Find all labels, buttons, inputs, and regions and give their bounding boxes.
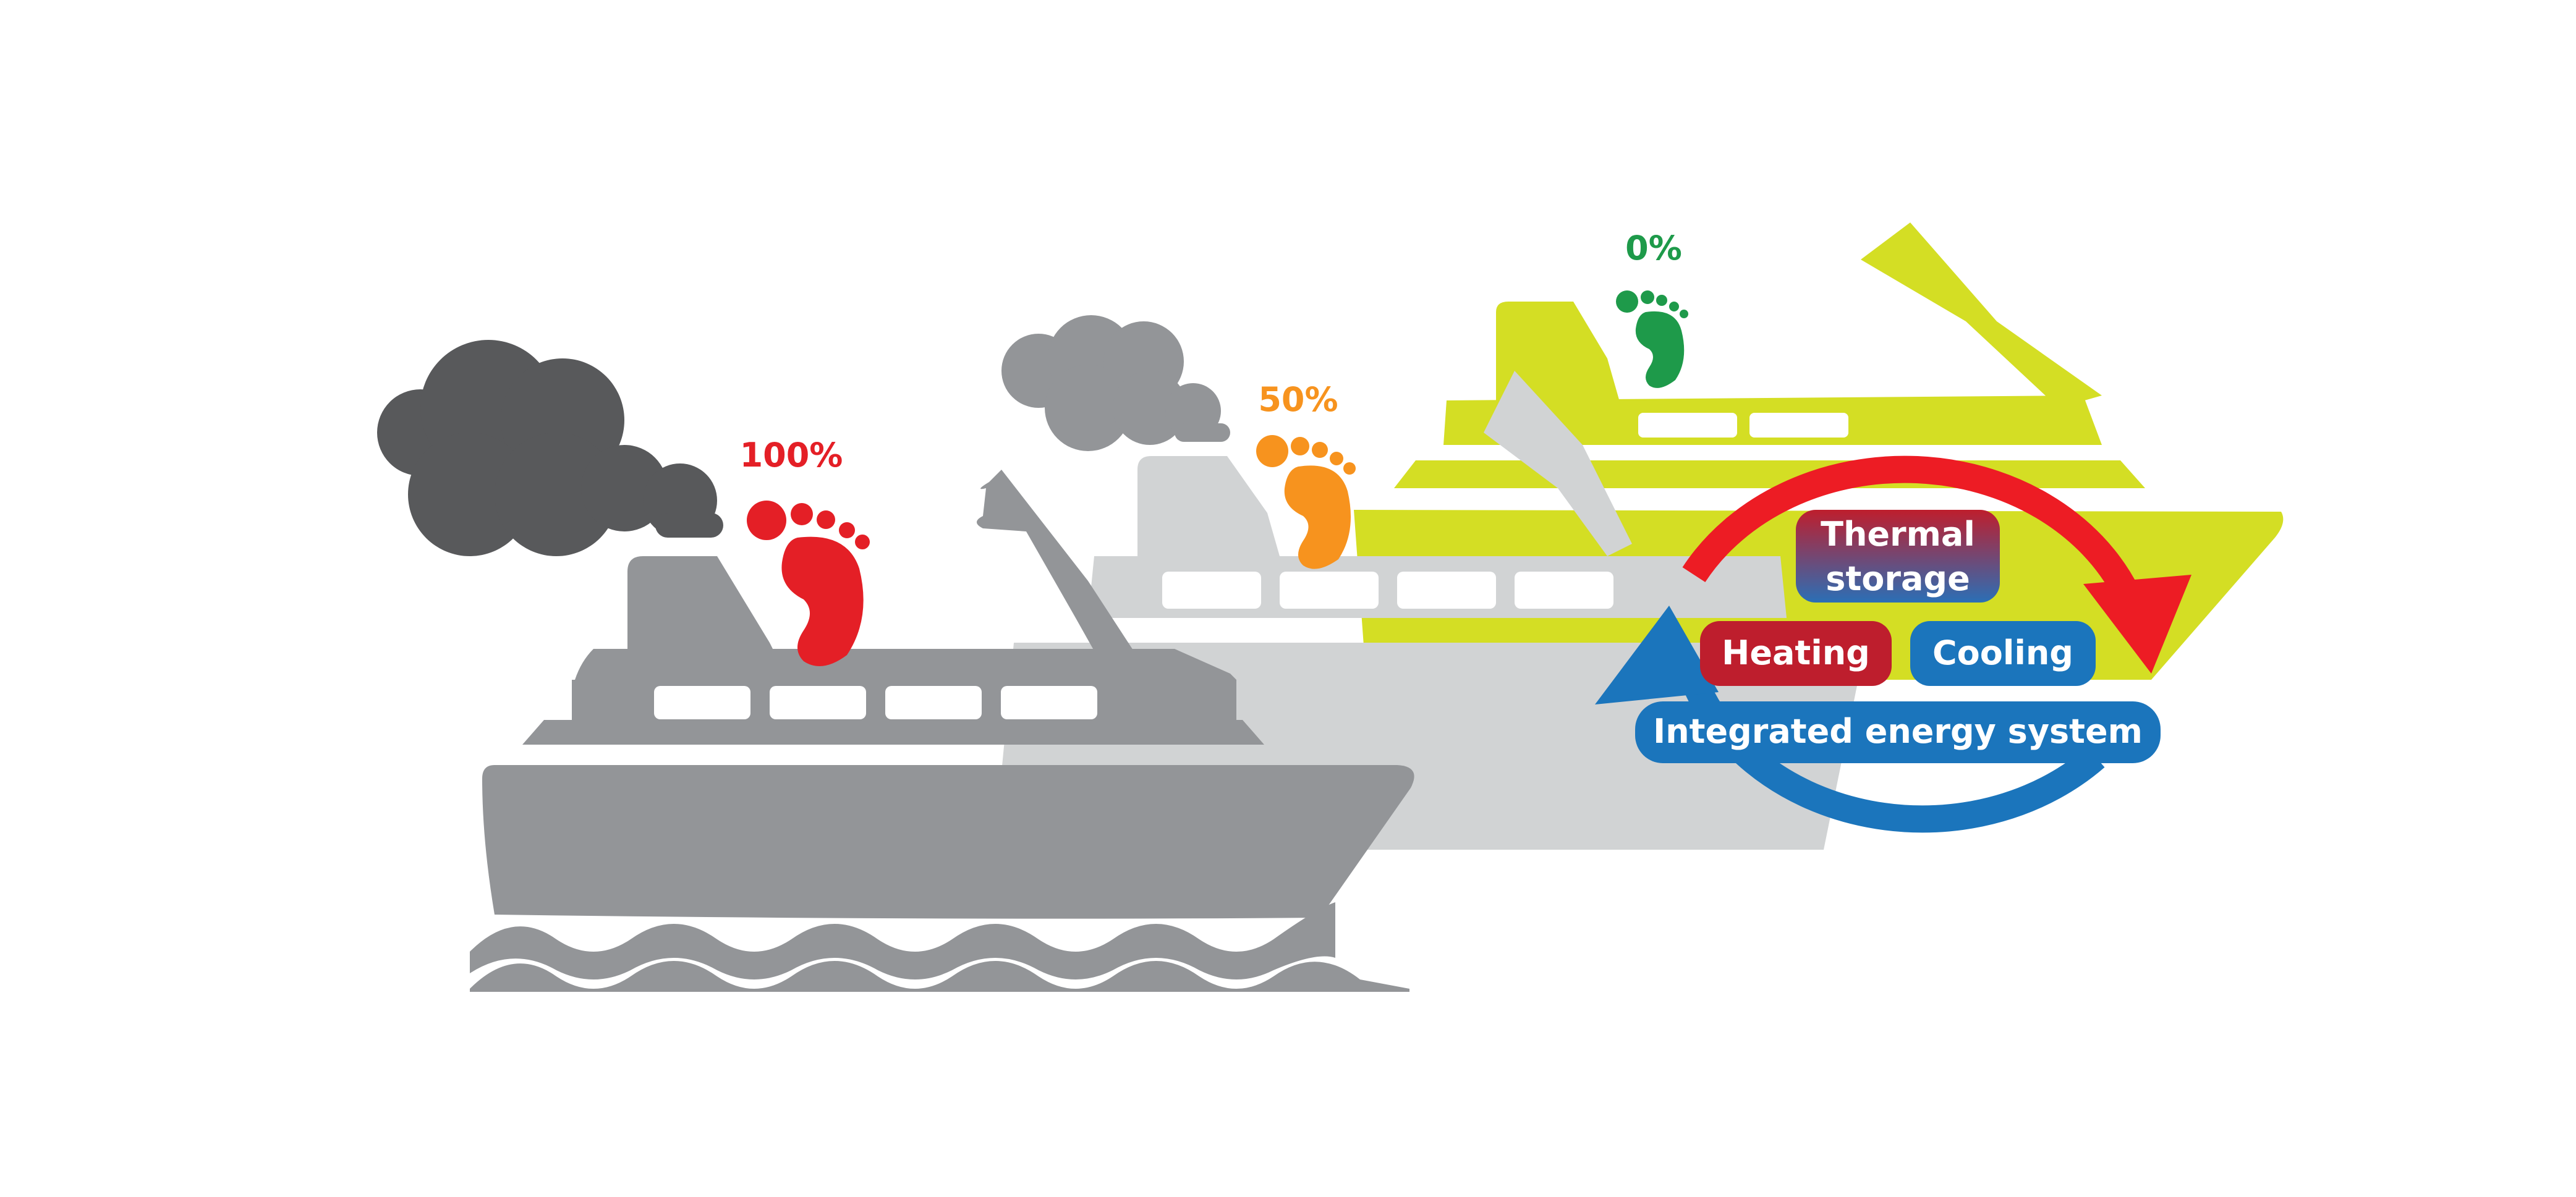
footprint-label-50: 50% bbox=[1258, 380, 1338, 419]
grey-smoke-cloud bbox=[1001, 315, 1230, 451]
thermal-storage-box: Thermal storage bbox=[1796, 510, 2000, 603]
cooling-label: Cooling bbox=[1932, 633, 2073, 672]
cooling-box: Cooling bbox=[1910, 621, 2096, 686]
blue-arrow-head-icon bbox=[1595, 606, 1719, 704]
footprint-icon-0 bbox=[1616, 290, 1688, 388]
integrated-energy-system-box: Integrated energy system bbox=[1635, 701, 2161, 763]
heating-label: Heating bbox=[1722, 633, 1870, 672]
integrated-energy-system-label: Integrated energy system bbox=[1653, 712, 2143, 751]
footprint-label-0: 0% bbox=[1625, 229, 1682, 268]
red-arrow-head-icon bbox=[2083, 575, 2191, 674]
red-cycle-arrow bbox=[1682, 455, 2139, 599]
footprint-icon-50 bbox=[1256, 435, 1356, 569]
thermal-storage-label-line2: storage bbox=[1826, 559, 1970, 598]
dark-smoke-cloud bbox=[377, 340, 723, 556]
energy-cycle: Thermal storage Heating Cooling Integrat… bbox=[1595, 455, 2191, 833]
heating-box: Heating bbox=[1700, 621, 1892, 686]
thermal-storage-label: Thermal bbox=[1821, 515, 1975, 554]
front-ship bbox=[470, 470, 1414, 992]
footprint-icon-100 bbox=[747, 501, 870, 666]
footprint-label-100: 100% bbox=[740, 436, 843, 475]
